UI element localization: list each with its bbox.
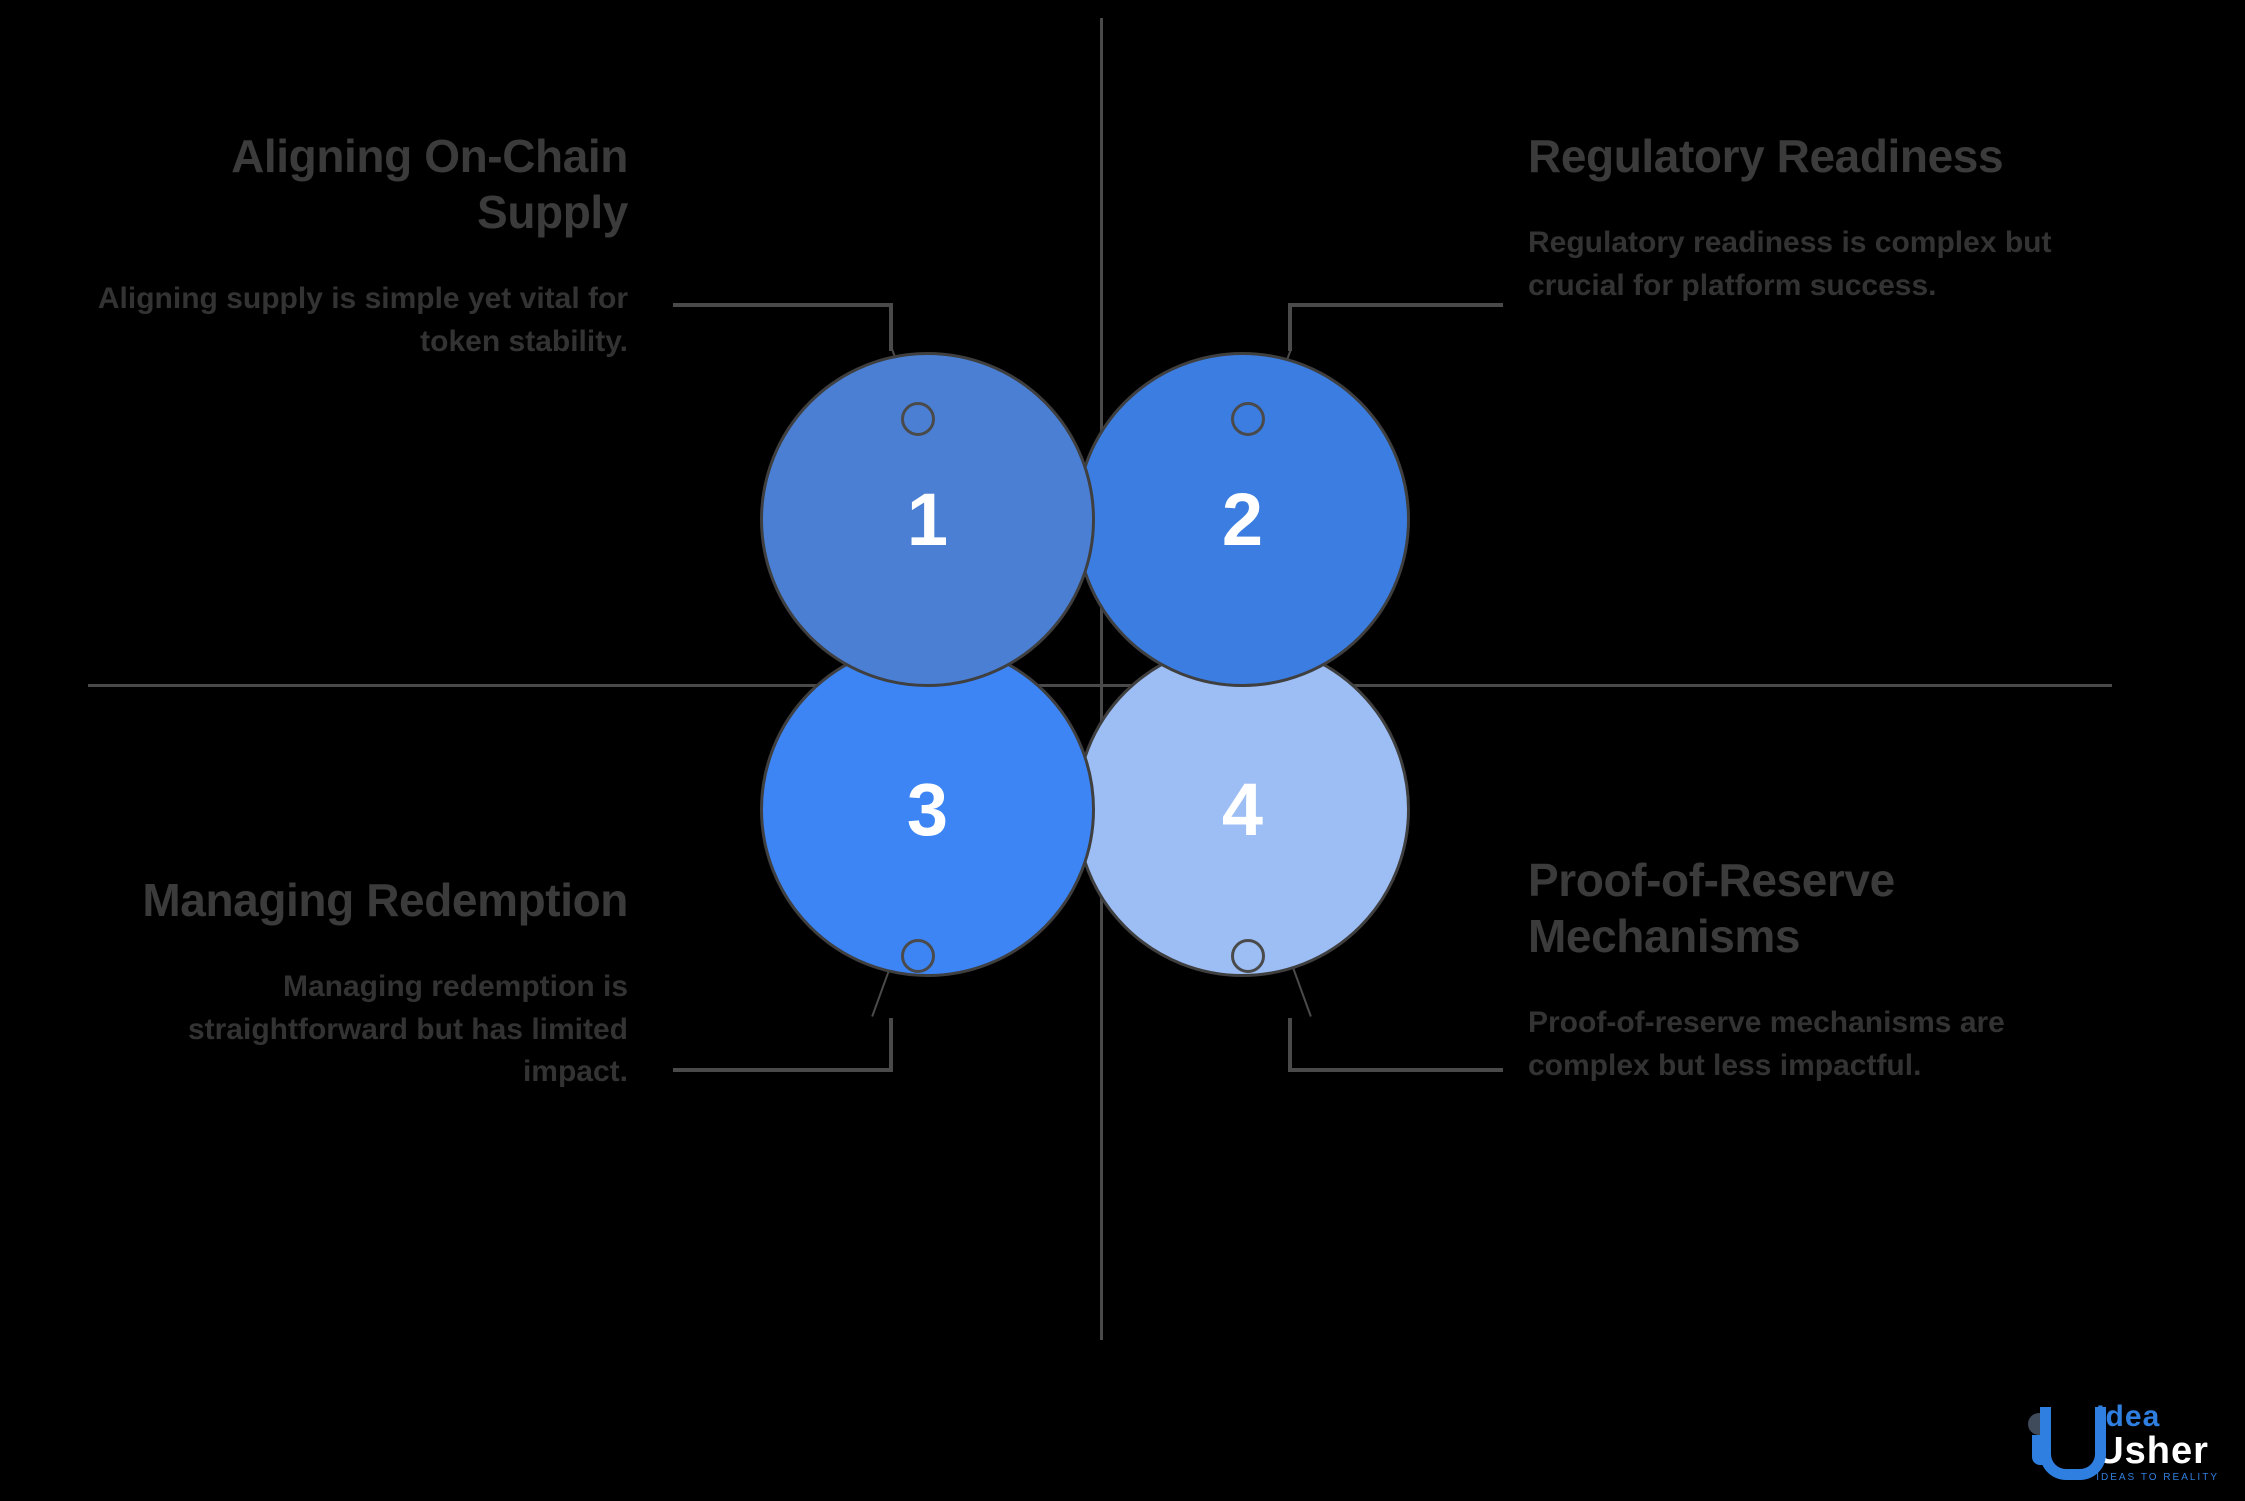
venn-marker-4-icon bbox=[1231, 939, 1265, 973]
venn-marker-2-icon bbox=[1231, 402, 1265, 436]
horizontal-divider-line bbox=[88, 684, 2112, 687]
quadrant-top-left-title: Aligning On-Chain Supply bbox=[231, 130, 628, 239]
logo-u-icon bbox=[2040, 1407, 2107, 1480]
quadrant-bottom-left-body: Managing redemption is straightforward b… bbox=[187, 970, 628, 1089]
quadrant-bottom-left-title: Managing Redemption bbox=[142, 874, 628, 926]
venn-diagram: 1 2 3 4 bbox=[760, 352, 1410, 1002]
quadrant-top-left: Aligning On-Chain Supply Aligning supply… bbox=[88, 128, 629, 363]
quadrant-top-left-body: Aligning supply is simple yet vital for … bbox=[97, 282, 628, 358]
vertical-divider-line bbox=[1100, 18, 1103, 1340]
leader-line-top-left-vertical bbox=[889, 303, 893, 351]
quadrant-bottom-right: Proof-of-Reserve Mechanisms Proof-of-res… bbox=[1528, 852, 2068, 1087]
logo-wordmark: Idea Usher IDEAS TO REALITY bbox=[2096, 1399, 2219, 1483]
logo-idea-text: Idea bbox=[2096, 1399, 2161, 1433]
quadrant-top-right: Regulatory Readiness Regulatory readines… bbox=[1528, 128, 2068, 307]
venn-circle-3-number: 3 bbox=[906, 767, 949, 851]
logo-tagline-text: IDEAS TO REALITY bbox=[2096, 1471, 2219, 1483]
venn-circle-4[interactable]: 4 bbox=[1075, 642, 1410, 977]
idea-usher-mark-icon bbox=[2026, 1401, 2107, 1483]
logo-usher-text: Usher bbox=[2096, 1429, 2209, 1472]
quadrant-bottom-right-body: Proof-of-reserve mechanisms are complex … bbox=[1528, 1006, 2005, 1082]
quadrant-top-right-title: Regulatory Readiness bbox=[1528, 130, 2004, 182]
venn-marker-1-icon bbox=[901, 402, 935, 436]
leader-line-bottom-left-horizontal bbox=[673, 1068, 893, 1072]
quadrant-bottom-right-title: Proof-of-Reserve Mechanisms bbox=[1528, 854, 1895, 963]
brand-logo: Idea Usher IDEAS TO REALITY bbox=[2026, 1401, 2219, 1483]
leader-line-bottom-right-vertical bbox=[1288, 1018, 1292, 1071]
quadrant-top-right-body: Regulatory readiness is complex but cruc… bbox=[1528, 226, 2052, 302]
quadrant-bottom-left: Managing Redemption Managing redemption … bbox=[88, 872, 628, 1094]
venn-circle-2-number: 2 bbox=[1221, 477, 1264, 561]
venn-circle-4-number: 4 bbox=[1221, 767, 1264, 851]
venn-circle-1-number: 1 bbox=[906, 477, 949, 561]
leader-line-bottom-right-horizontal bbox=[1288, 1068, 1503, 1072]
leader-line-top-right-vertical bbox=[1288, 303, 1292, 351]
leader-line-top-left-horizontal bbox=[673, 303, 893, 307]
venn-circle-1[interactable]: 1 bbox=[760, 352, 1095, 687]
venn-marker-3-icon bbox=[901, 939, 935, 973]
leader-line-bottom-left-vertical bbox=[889, 1018, 893, 1071]
leader-line-top-right-horizontal bbox=[1288, 303, 1503, 307]
venn-circle-3[interactable]: 3 bbox=[760, 642, 1095, 977]
